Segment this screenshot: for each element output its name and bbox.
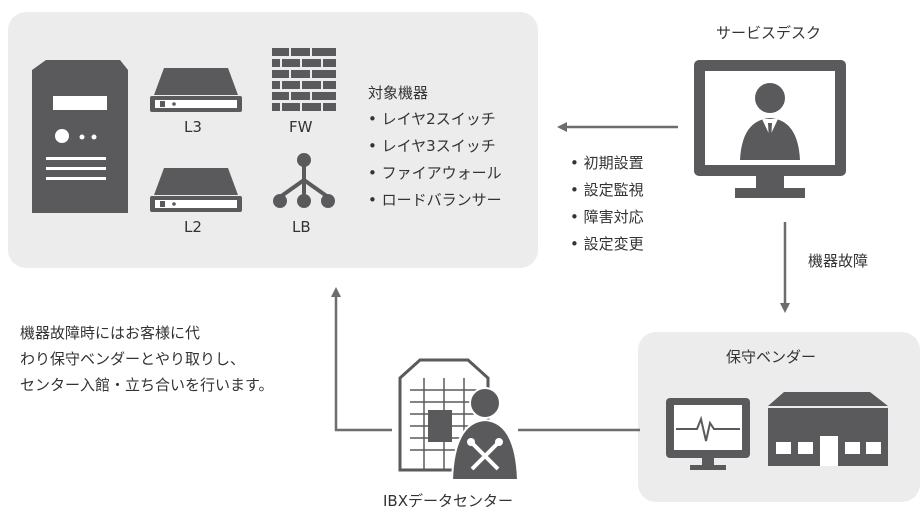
- list-item: 設定変更: [570, 231, 644, 258]
- note-text: 機器故障時にはお客様に代 わり保守ベンダーとやり取りし、 センター入館・立ち合い…: [20, 320, 274, 398]
- note-line: センター入館・立ち合いを行います。: [20, 376, 274, 394]
- load-balancer-icon: [273, 153, 335, 208]
- list-item: レイヤ3スイッチ: [368, 133, 502, 160]
- l3-switch-icon: [150, 68, 242, 112]
- service-desk-title: サービスデスク: [716, 24, 822, 42]
- note-line: 機器故障時にはお客様に代: [20, 324, 201, 342]
- server-tower-icon: [32, 60, 128, 213]
- list-item: 初期設置: [570, 150, 644, 177]
- l2-label: L2: [184, 218, 202, 236]
- l2-switch-icon: [150, 168, 242, 212]
- service-desk-monitor-icon: [694, 60, 846, 198]
- list-item: 障害対応: [570, 204, 644, 231]
- firewall-icon: [272, 48, 336, 111]
- list-item: 設定監視: [570, 177, 644, 204]
- vendor-monitor-icon: [666, 398, 750, 470]
- fault-label: 機器故障: [808, 252, 869, 270]
- target-devices-heading: 対象機器: [368, 84, 429, 102]
- vendor-building-icon: [768, 392, 888, 466]
- datacenter-label: IBXデータセンター: [383, 492, 513, 510]
- note-line: わり保守ベンダーとやり取りし、: [20, 350, 246, 368]
- lb-label: LB: [292, 218, 311, 236]
- target-devices-list: 対象機器 レイヤ2スイッチ レイヤ3スイッチ ファイアウォール ロードバランサー: [368, 80, 502, 214]
- technician-icon: [450, 387, 520, 481]
- service-desk-tasks: 初期設置 設定監視 障害対応 設定変更: [570, 150, 644, 258]
- list-item: レイヤ2スイッチ: [368, 106, 502, 133]
- list-item: ロードバランサー: [368, 187, 502, 214]
- vendor-title: 保守ベンダー: [726, 348, 817, 366]
- fw-label: FW: [289, 118, 313, 136]
- list-item: ファイアウォール: [368, 160, 502, 187]
- l3-label: L3: [184, 118, 202, 136]
